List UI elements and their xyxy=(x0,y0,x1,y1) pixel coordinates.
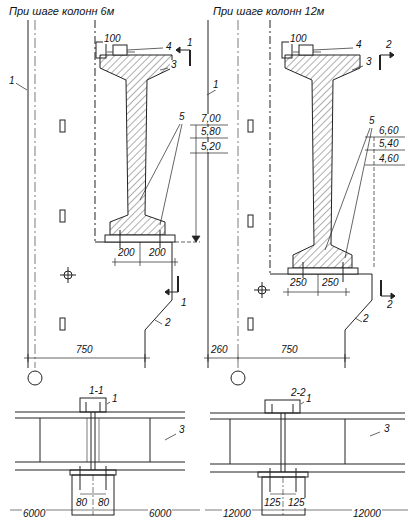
dimension: 100 xyxy=(289,34,308,44)
dimension-lines-12m xyxy=(204,274,350,362)
dimension: 125 xyxy=(263,498,282,508)
dimension: 12000 xyxy=(352,509,382,519)
elevation: 7,00 xyxy=(200,114,221,124)
section-marks-12m xyxy=(355,52,395,322)
dimension: 250 xyxy=(321,278,340,288)
callout-number: 2 xyxy=(164,318,172,328)
section-1-1 xyxy=(10,398,200,515)
elevation-marks-6m xyxy=(175,125,228,242)
column-12m xyxy=(207,20,372,385)
section-2-2 xyxy=(205,400,408,515)
callout-number: 1 xyxy=(111,394,119,404)
section-mark: 2 xyxy=(385,40,393,50)
dimension: 12000 xyxy=(222,509,252,519)
section-mark: 1 xyxy=(186,38,194,48)
dimension: 6000 xyxy=(148,509,172,519)
dimension: 750 xyxy=(75,345,94,355)
elevation: 5,80 xyxy=(200,127,221,137)
callout-number: 1 xyxy=(212,80,220,90)
crane-beam-6m xyxy=(96,42,182,250)
crane-beam-12m xyxy=(282,42,372,282)
heading: При шаге колонн 6м xyxy=(8,6,115,17)
callout-number: 3 xyxy=(365,57,373,67)
callout-number: 2 xyxy=(362,314,370,324)
callout-number: 4 xyxy=(355,40,363,50)
dimension: 125 xyxy=(287,498,306,508)
dimension: 6000 xyxy=(22,509,46,519)
section-mark: 2 xyxy=(386,300,394,310)
elevation: 5,40 xyxy=(378,139,399,149)
elevation: 4,60 xyxy=(378,154,399,164)
callout-number: 3 xyxy=(170,60,178,70)
callout-number: 1 xyxy=(8,76,16,86)
callout-number: 4 xyxy=(165,42,173,52)
section-title: 1-1 xyxy=(88,386,104,396)
dimension: 750 xyxy=(280,345,299,355)
elevation: 5,20 xyxy=(200,142,221,152)
dimension: 80 xyxy=(97,498,110,508)
heading: При шаге колонн 12м xyxy=(212,6,325,17)
elevation-marks-12m xyxy=(365,137,405,268)
section-title: 2-2 xyxy=(290,388,306,398)
dimension: 260 xyxy=(210,345,229,355)
callout-number: 3 xyxy=(178,425,186,435)
section-marks-6m xyxy=(155,47,190,324)
dimension: 100 xyxy=(103,34,122,44)
dimension-lines-6m xyxy=(24,242,178,362)
dimension: 250 xyxy=(289,278,308,288)
callout-number: 3 xyxy=(383,424,391,434)
callout-number: 1 xyxy=(305,394,313,404)
elevation: 6,60 xyxy=(378,126,399,136)
callout-number: 5 xyxy=(178,112,186,122)
section-mark: 1 xyxy=(180,298,188,308)
callout-number: 5 xyxy=(368,116,376,126)
column-6m xyxy=(14,20,172,385)
dimension: 200 xyxy=(117,248,136,258)
dimension: 80 xyxy=(75,498,88,508)
dimension: 200 xyxy=(148,248,167,258)
